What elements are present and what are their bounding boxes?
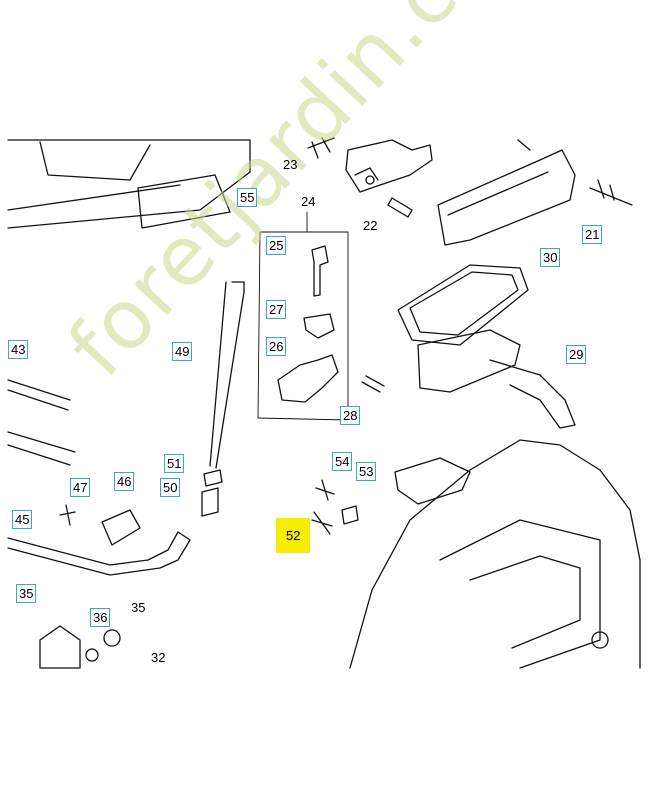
bracket-32 [39, 625, 81, 669]
part-label-29: 29 [566, 345, 587, 364]
part-label-35-left: 35 [16, 584, 37, 603]
pin-22 [387, 197, 413, 218]
bracket-26 [277, 354, 339, 403]
part-label-51: 51 [164, 454, 185, 473]
part-label-49: 49 [172, 342, 193, 361]
part-label-45: 45 [12, 510, 33, 529]
nut-36 [103, 629, 121, 647]
part-label-36: 36 [90, 608, 111, 627]
screw-23 [307, 137, 335, 159]
screw-right [589, 179, 633, 206]
handle-bracket [345, 139, 433, 193]
pin-28 [361, 375, 385, 393]
part-label-54: 54 [332, 452, 353, 471]
part-label-24: 24 [301, 194, 316, 209]
part-label-23: 23 [283, 157, 298, 172]
part-label-27: 27 [266, 300, 287, 319]
pin-right [517, 139, 531, 151]
spring-43 [7, 379, 71, 411]
cable-lower [7, 431, 76, 466]
engine-housing [349, 439, 641, 669]
part-label-52-highlighted: 52 [276, 518, 311, 553]
lever-45 [7, 531, 191, 576]
part-label-53: 53 [356, 462, 377, 481]
chute-29 [417, 329, 576, 429]
grip-21 [437, 149, 576, 246]
bushing-50 [201, 487, 219, 517]
part-label-35-right: 35 [131, 600, 146, 615]
part-label-32: 32 [151, 650, 166, 665]
washer-35 [85, 648, 99, 662]
decal-plate [137, 174, 231, 229]
gasket-30 [397, 264, 529, 346]
part-label-30: 30 [540, 248, 561, 267]
group-box-24 [257, 231, 349, 421]
part-label-22: 22 [363, 218, 378, 233]
part-label-26: 26 [266, 337, 287, 356]
screw-54 [315, 479, 335, 501]
part-label-25: 25 [266, 236, 287, 255]
part-label-47: 47 [70, 478, 91, 497]
part-label-28: 28 [340, 406, 361, 425]
housing-top-left [7, 139, 251, 229]
washer-53 [341, 505, 359, 525]
bushing-51 [203, 469, 223, 487]
spring-52 [311, 511, 333, 535]
part-label-50: 50 [160, 478, 181, 497]
part-label-55: 55 [237, 188, 258, 207]
part-label-21: 21 [582, 225, 603, 244]
clip-27 [303, 313, 335, 339]
part-label-46: 46 [114, 472, 135, 491]
bolt-25 [311, 245, 329, 297]
screw-47 [59, 504, 76, 526]
rod-49 [209, 281, 245, 469]
clamp-46 [101, 509, 141, 546]
part-label-43: 43 [8, 340, 29, 359]
